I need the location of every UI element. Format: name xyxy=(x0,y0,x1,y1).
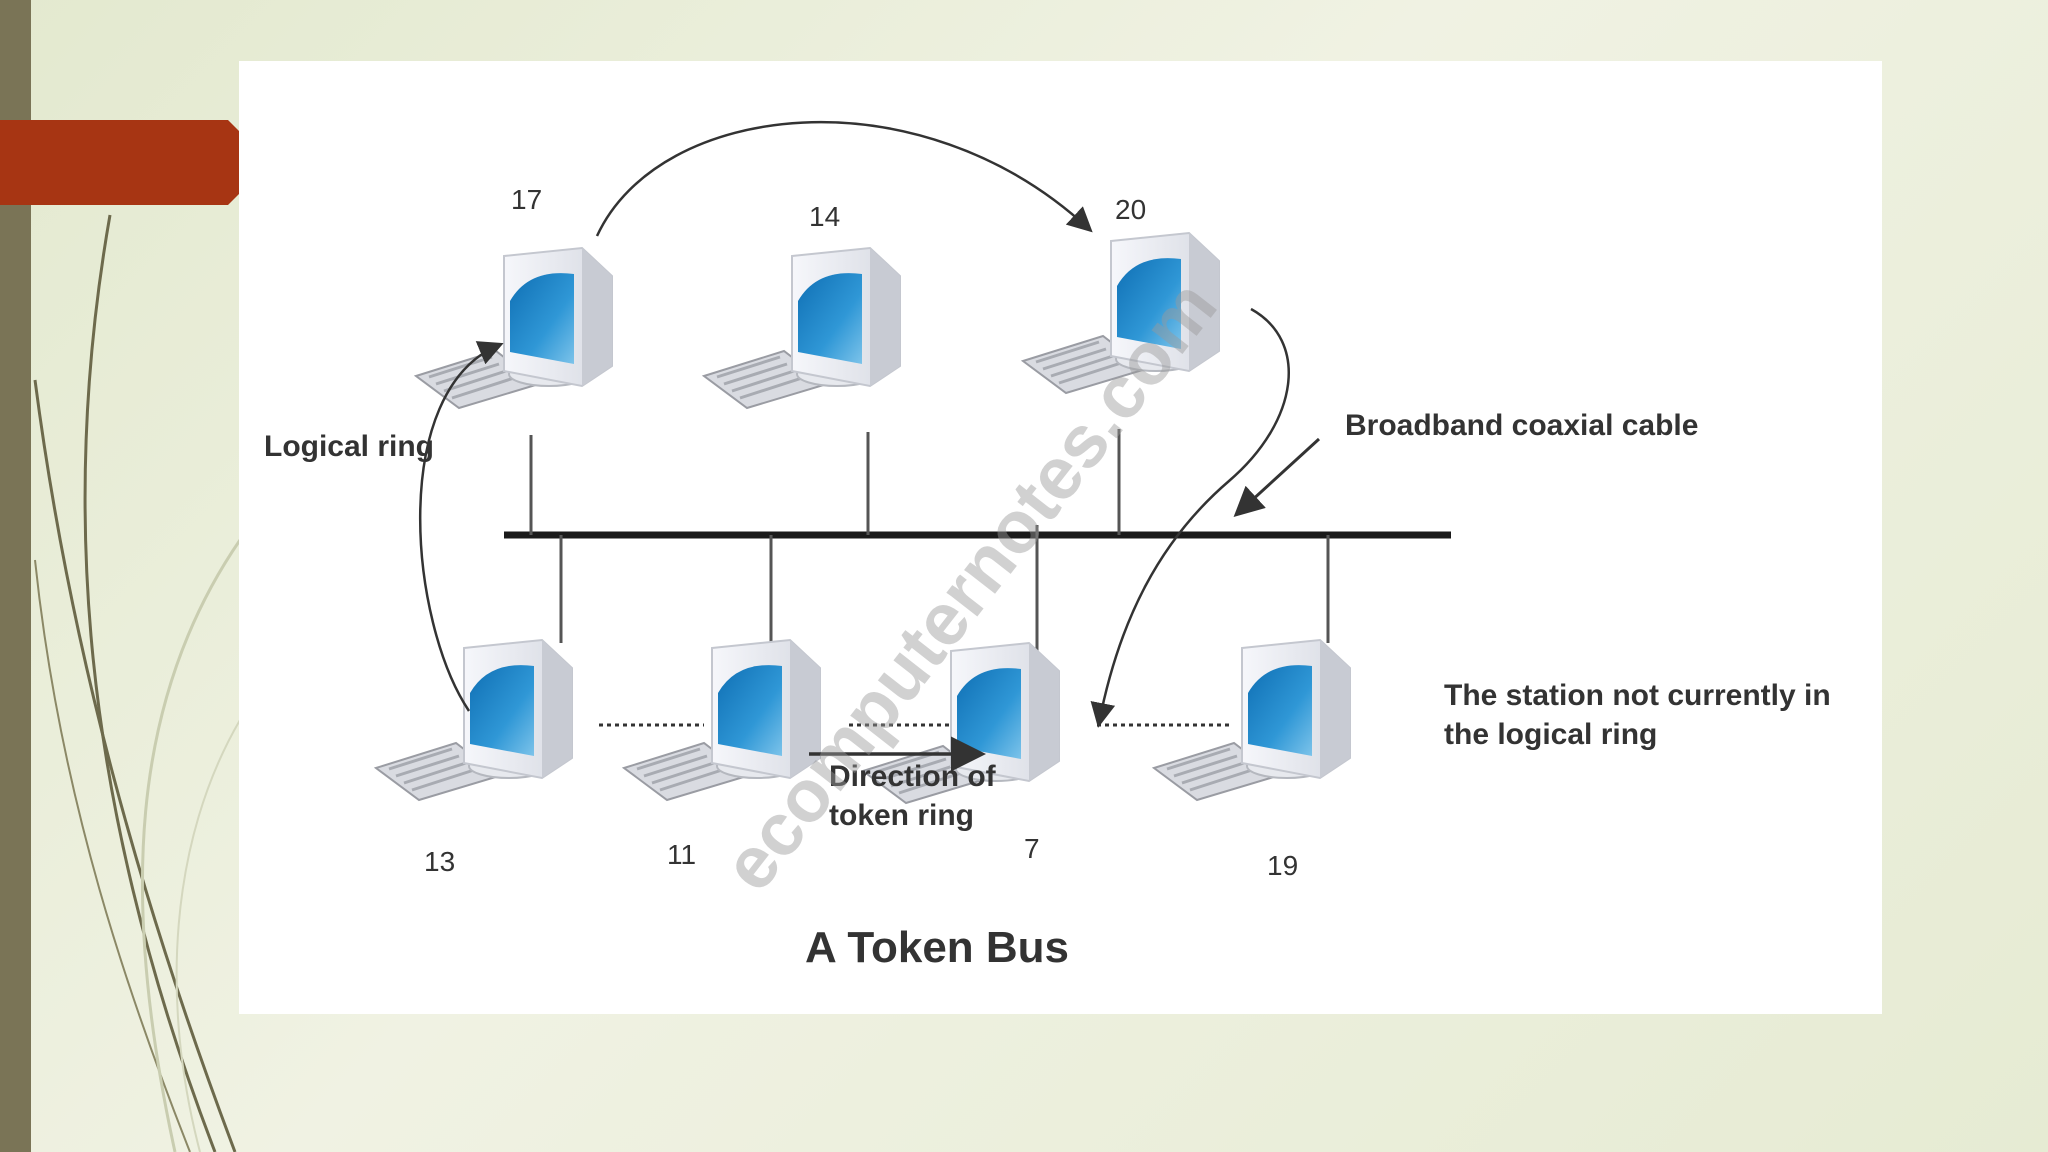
station-number-7: 7 xyxy=(1024,833,1040,864)
station-number-11: 11 xyxy=(667,839,696,870)
label-direction-line1: Direction of xyxy=(829,760,997,793)
station-14 xyxy=(702,246,902,410)
label-station-note-line1: The station not currently in xyxy=(1444,679,1831,712)
station-17 xyxy=(414,246,614,410)
label-station-note-line2: the logical ring xyxy=(1444,718,1657,751)
ring-arrow-20-to-7 xyxy=(1090,307,1290,728)
station-number-17: 17 xyxy=(511,184,542,215)
station-number-20: 20 xyxy=(1115,194,1146,225)
bus-cable xyxy=(504,429,1451,661)
label-logical-ring: Logical ring xyxy=(264,430,434,463)
ring-arrow-17-to-20 xyxy=(595,120,1093,237)
label-direction-line2: token ring xyxy=(829,799,974,832)
station-13 xyxy=(374,638,574,802)
token-bus-diagram: 17 14 20 13 11 7 19 Logical ring Broadba… xyxy=(264,120,1831,972)
diagram-panel: 17 14 20 13 11 7 19 Logical ring Broadba… xyxy=(239,61,1882,1014)
slide-accent-tab xyxy=(0,120,240,205)
station-number-13: 13 xyxy=(424,846,455,877)
cable-pointer-arrow xyxy=(1233,437,1321,518)
station-number-19: 19 xyxy=(1267,850,1298,881)
label-broadband-cable: Broadband coaxial cable xyxy=(1345,409,1698,442)
ring-arrow-13-to-17 xyxy=(419,341,504,712)
station-number-14: 14 xyxy=(809,201,840,232)
diagram-title: A Token Bus xyxy=(805,923,1069,972)
station-19 xyxy=(1152,638,1352,802)
